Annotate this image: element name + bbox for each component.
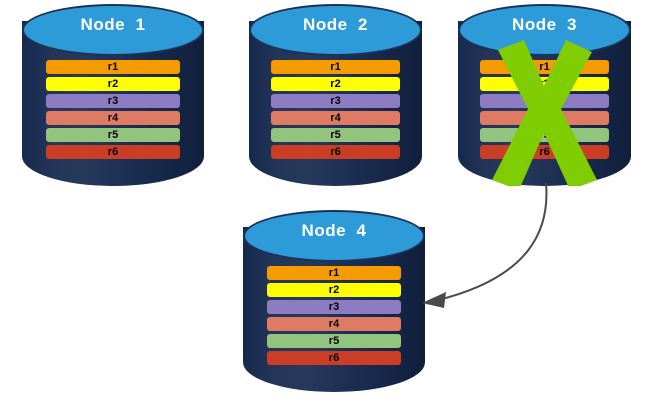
record-r2: r2	[480, 77, 609, 91]
node-label: Node 1	[80, 15, 146, 34]
record-r1: r1	[266, 266, 402, 280]
record-r6: r6	[480, 145, 609, 159]
node-4[interactable]: Node 4 r1 r2 r3 r4 r5 r6	[243, 210, 425, 392]
node-2[interactable]: Node 2 r1 r2 r3 r4 r5 r6	[249, 4, 422, 186]
node-label: Node 4	[301, 221, 367, 240]
record-r6: r6	[271, 145, 400, 159]
record-list: r1 r2 r3 r4 r5 r6	[45, 60, 181, 162]
node-3[interactable]: Node 3 r1 r2 r3 r4 r5 r6	[458, 4, 631, 186]
record-r5: r5	[271, 128, 400, 142]
record-list: r1 r2 r3 r4 r5 r6	[480, 60, 609, 162]
record-list: r1 r2 r3 r4 r5 r6	[266, 266, 402, 368]
record-r3: r3	[45, 94, 181, 108]
cylinder-top-ellipse	[249, 4, 422, 56]
record-r1: r1	[271, 60, 400, 74]
record-r3: r3	[266, 300, 402, 314]
record-r4: r4	[266, 317, 402, 331]
record-r5: r5	[266, 334, 402, 348]
record-r4: r4	[271, 111, 400, 125]
record-r3: r3	[480, 94, 609, 108]
record-r4: r4	[45, 111, 181, 125]
recovery-arrow-icon	[422, 182, 548, 308]
record-r1: r1	[480, 60, 609, 74]
node-1[interactable]: Node 1 r1 r2 r3 r4 r5 r6	[22, 4, 204, 186]
record-r5: r5	[480, 128, 609, 142]
record-r6: r6	[266, 351, 402, 365]
record-r4: r4	[480, 111, 609, 125]
record-r2: r2	[45, 77, 181, 91]
record-r3: r3	[271, 94, 400, 108]
record-r2: r2	[266, 283, 402, 297]
record-r5: r5	[45, 128, 181, 142]
record-r2: r2	[271, 77, 400, 91]
node-label: Node 3	[512, 15, 577, 34]
cylinder-top-ellipse	[243, 210, 425, 262]
record-list: r1 r2 r3 r4 r5 r6	[271, 60, 400, 162]
cylinder-top-ellipse	[22, 4, 204, 56]
node-label: Node 2	[303, 15, 368, 34]
record-r6: r6	[45, 145, 181, 159]
record-r1: r1	[45, 60, 181, 74]
